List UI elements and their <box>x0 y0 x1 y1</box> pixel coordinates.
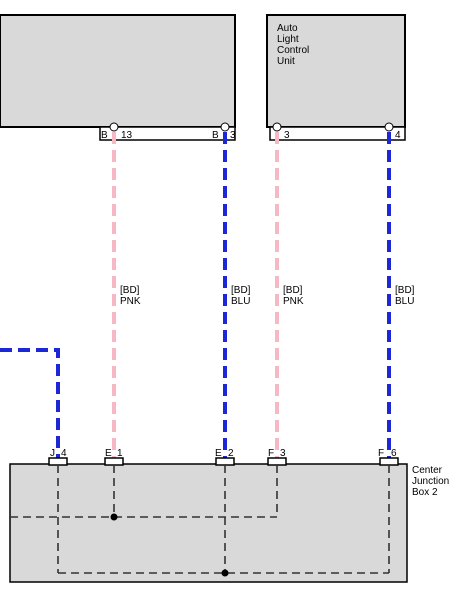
pin-b3-number: 3 <box>230 130 236 141</box>
auto-light-connector <box>269 126 406 141</box>
wire-4-spec: [BD] <box>395 285 415 296</box>
junction-box-label-line-3: Box 2 <box>412 487 438 498</box>
pin-b3-circle <box>220 122 230 132</box>
left-unit-box <box>0 14 236 128</box>
junction-box-label-line-2: Junction <box>412 476 449 487</box>
connector-e2 <box>215 457 235 466</box>
junction-box-label-line-1: Center <box>412 465 443 476</box>
wire-4-color: BLU <box>395 296 414 307</box>
pin-f6-prefix: F <box>378 448 384 459</box>
pin-b13-circle <box>109 122 119 132</box>
splice-point-blue <box>221 569 229 577</box>
connector-e1 <box>104 457 124 466</box>
pin-b13-number: 13 <box>121 130 133 141</box>
pin-a3-circle <box>272 122 282 132</box>
splice-point-pink <box>110 513 118 521</box>
pin-b3-prefix: B <box>212 130 219 141</box>
wire-2-color: BLU <box>231 296 250 307</box>
connector-j4 <box>48 457 68 466</box>
pin-j4-prefix: J <box>50 448 55 459</box>
pin-j4-number: 4 <box>61 448 67 459</box>
junction-box <box>9 463 408 583</box>
pin-e1-prefix: E <box>105 448 112 459</box>
auto-light-label-line-2: Light <box>277 34 299 45</box>
pin-e1-number: 1 <box>117 448 123 459</box>
pin-a3-number: 3 <box>284 130 290 141</box>
wire-1-color: PNK <box>120 296 141 307</box>
wire-3-spec: [BD] <box>283 285 303 296</box>
pin-e2-prefix: E <box>215 448 222 459</box>
connector-f6 <box>379 457 399 466</box>
internal-wiring <box>10 465 390 574</box>
pin-a4-number: 4 <box>395 130 401 141</box>
pin-e2-number: 2 <box>228 448 234 459</box>
connector-f3 <box>267 457 287 466</box>
wire-blu-left-j4 <box>0 348 60 458</box>
auto-light-label-line-4: Unit <box>277 56 295 67</box>
pin-f6-number: 6 <box>391 448 397 459</box>
left-unit-connector <box>99 126 236 141</box>
wire-1-spec: [BD] <box>120 285 140 296</box>
pin-f3-prefix: F <box>268 448 274 459</box>
wire-2-spec: [BD] <box>231 285 251 296</box>
wire-3-color: PNK <box>283 296 304 307</box>
pin-a4-circle <box>384 122 394 132</box>
auto-light-control-unit-box <box>266 14 406 128</box>
auto-light-label-line-3: Control <box>277 45 309 56</box>
auto-light-label-line-1: Auto <box>277 23 298 34</box>
pin-b13-prefix: B <box>101 130 108 141</box>
pin-f3-number: 3 <box>280 448 286 459</box>
